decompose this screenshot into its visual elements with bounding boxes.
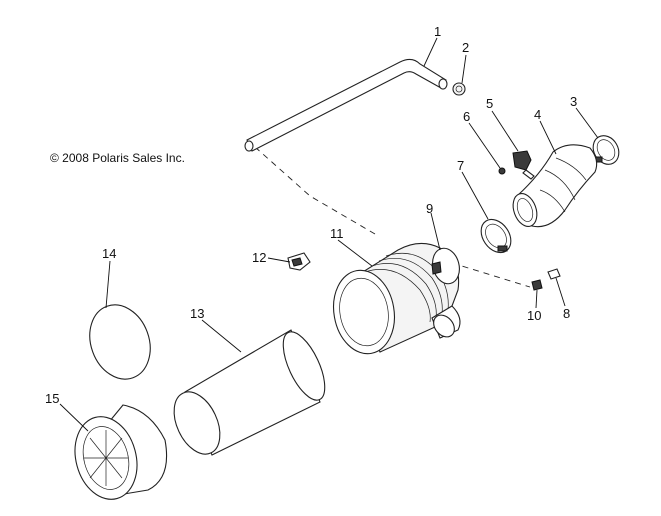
part-14-gasket [89, 304, 151, 380]
callout-13: 13 [190, 306, 204, 321]
part-13-filter-element [173, 329, 326, 456]
leader-lines [59, 37, 599, 432]
part-4-intake-duct [512, 144, 598, 228]
part-2-plug [452, 82, 466, 96]
part-6-screw [498, 167, 506, 175]
callout-2: 2 [462, 40, 469, 55]
part-11-airbox-housing [333, 242, 461, 355]
callout-14: 14 [102, 246, 116, 261]
part-7-clamp [480, 218, 512, 254]
callout-5: 5 [486, 96, 493, 111]
part-9-housing-latch [431, 247, 460, 285]
callout-15: 15 [45, 391, 59, 406]
callout-4: 4 [534, 107, 541, 122]
callout-1: 1 [434, 24, 441, 39]
callout-8: 8 [563, 306, 570, 321]
callout-3: 3 [570, 94, 577, 109]
part-5-sensor [512, 150, 535, 180]
callout-10: 10 [527, 308, 541, 323]
copyright-text: © 2008 Polaris Sales Inc. [50, 151, 185, 165]
part-12-clip [287, 252, 311, 271]
callout-11: 11 [330, 226, 344, 241]
callout-9: 9 [426, 201, 433, 216]
callout-7: 7 [457, 158, 464, 173]
callout-labels: 1 2 3 4 5 6 7 8 9 10 11 12 13 14 15 [45, 24, 577, 406]
callout-6: 6 [463, 109, 470, 124]
part-15-end-cap [74, 404, 168, 500]
part-10-grommet [531, 279, 543, 291]
part-8-pin [547, 268, 561, 280]
assembly-dashed-line [254, 146, 531, 288]
callout-12: 12 [252, 250, 266, 265]
part-3-clamp [592, 135, 620, 165]
part-1-breather-tube [244, 58, 448, 152]
